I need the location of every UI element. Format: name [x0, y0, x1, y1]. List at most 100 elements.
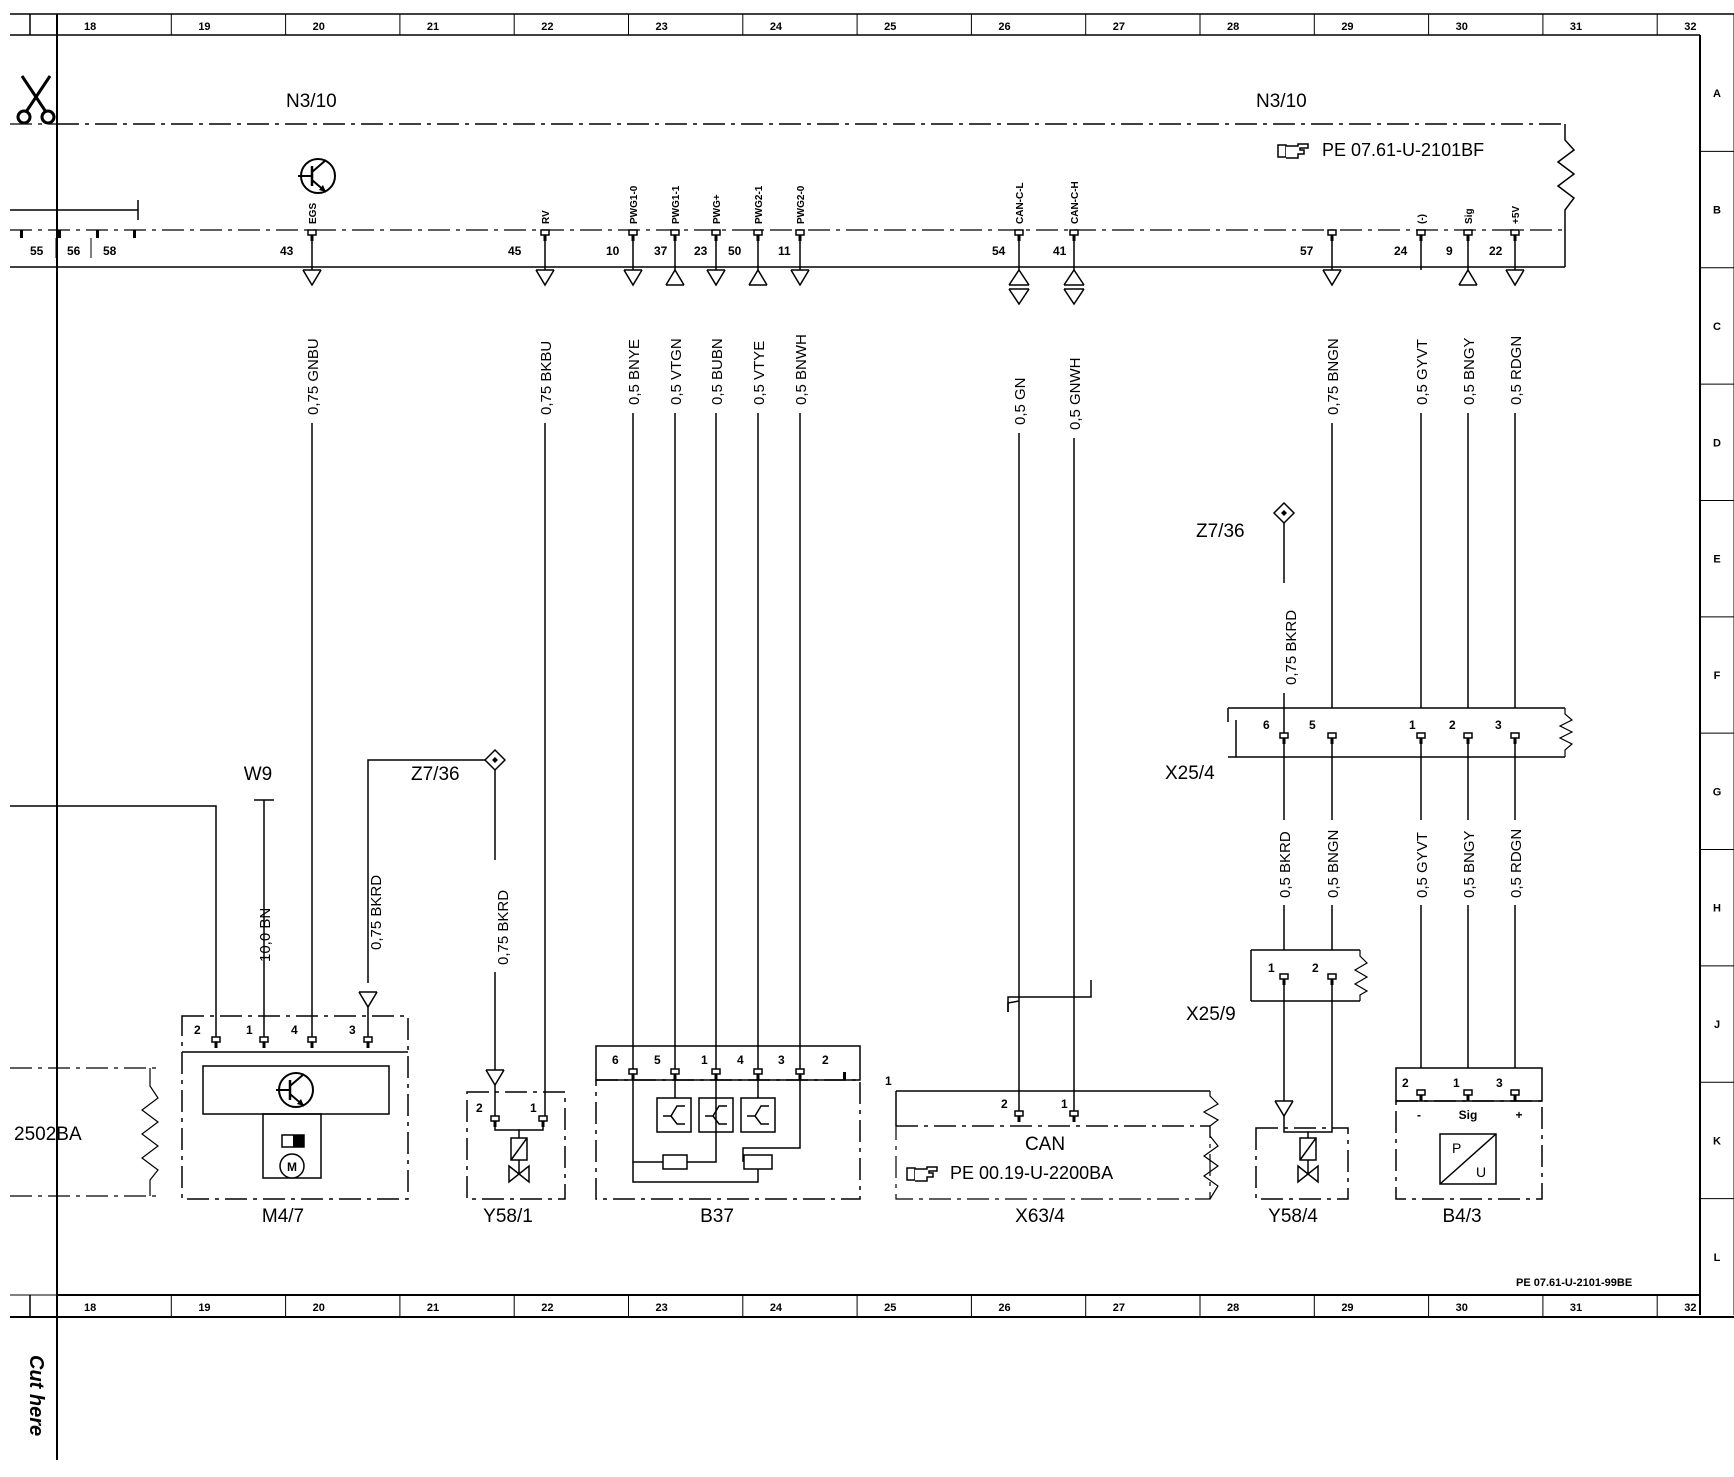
unit-break-edge — [1556, 124, 1576, 230]
b43-pin-2: 2 — [1402, 1076, 1409, 1090]
signal-label: CAN-C-H — [1070, 181, 1081, 224]
y581-pin-2: 2 — [476, 1101, 483, 1115]
unit-name-right: N3/10 — [1256, 91, 1307, 112]
egs-transistor-icon — [296, 157, 337, 195]
x634-pin-2: 2 — [1001, 1097, 1008, 1111]
signal-label: PWG1-0 — [629, 185, 640, 224]
hall-sensor-icon-1 — [656, 1097, 692, 1133]
side-pin-56: 56 — [67, 244, 81, 258]
x634-pin-1: 1 — [1061, 1097, 1068, 1111]
row-label: A — [1713, 88, 1721, 100]
component-y58-1: 2 1 Y58/1 — [466, 1085, 566, 1227]
cut-here-label: Cut here — [25, 1355, 47, 1436]
wire-label: 0,5 BUBN — [709, 338, 726, 405]
signal-label: CAN-C-L — [1015, 182, 1026, 224]
column-label-bottom: 28 — [1227, 1302, 1239, 1314]
signal-label: +5V — [1511, 206, 1522, 224]
connector-pin-label: 10 — [606, 244, 620, 258]
b37-pin-3: 3 — [778, 1053, 785, 1067]
motor-icon — [279, 1153, 305, 1179]
valve-icon — [1297, 1137, 1319, 1183]
column-label-bottom: 26 — [998, 1302, 1010, 1314]
connector-pin-label: 9 — [1446, 244, 1453, 258]
svg-text:U: U — [1476, 1164, 1486, 1180]
b43-pin-1: 1 — [1453, 1076, 1460, 1090]
x254-output-label: 0,5 BNGN — [1325, 830, 1342, 898]
signal-label: (-) — [1417, 214, 1428, 224]
connector-pin-label: 41 — [1053, 244, 1067, 258]
scissors-icon — [16, 75, 56, 125]
svg-text:M: M — [287, 1160, 297, 1174]
m47-pin-4: 4 — [291, 1023, 298, 1037]
b37-pin-1: 1 — [701, 1053, 708, 1067]
x254-output-label: 0,5 RDGN — [1508, 829, 1525, 898]
column-label-bottom: 32 — [1684, 1302, 1696, 1314]
b43-pin-3: 3 — [1496, 1076, 1503, 1090]
column-label-bottom: 20 — [313, 1302, 325, 1314]
left-reference: 2502BA — [14, 1124, 82, 1145]
row-label: D — [1713, 437, 1721, 449]
pressure-sensor-icon: P U — [1439, 1133, 1497, 1185]
x254-output-label: 0,5 BNGY — [1461, 830, 1478, 898]
column-label-top: 23 — [656, 21, 668, 33]
b37-pin-5: 5 — [654, 1053, 661, 1067]
unit-name-left: N3/10 — [286, 91, 337, 112]
x634-reference: PE 00.19-U-2200BA — [950, 1163, 1113, 1183]
column-label-top: 22 — [541, 21, 553, 33]
x254-pin-2: 2 — [1449, 718, 1456, 732]
connector-pin-label: 22 — [1489, 244, 1503, 258]
w9-wire-label: 10,0 BN — [257, 908, 274, 962]
b43-name: B4/3 — [1442, 1206, 1481, 1227]
wire-label: 0,5 BNGY — [1461, 337, 1478, 405]
column-label-top: 18 — [84, 21, 96, 33]
component-b4-3: 2 1 3 - Sig + P U B4/3 — [1395, 1067, 1543, 1227]
x254-name: X25/4 — [1165, 763, 1215, 784]
row-label: J — [1714, 1019, 1720, 1031]
signal-label: RV — [541, 210, 552, 224]
b43-term-minus: - — [1417, 1108, 1421, 1122]
column-label-bottom: 19 — [198, 1302, 210, 1314]
column-label-top: 27 — [1113, 21, 1125, 33]
wire-label: 0,5 GNWH — [1067, 357, 1084, 430]
w9-label: W9 — [244, 764, 273, 785]
ground-point-icon — [1273, 502, 1295, 524]
hand-pointer-icon — [906, 1166, 938, 1182]
b37-pin-6: 6 — [612, 1053, 619, 1067]
connector-pin-label: 37 — [654, 244, 668, 258]
connector-pin-label: 11 — [778, 244, 791, 258]
row-label: E — [1713, 554, 1720, 566]
x254-in-wire-label: 0,75 BKRD — [1283, 610, 1300, 685]
b43-term-sig: Sig — [1459, 1108, 1478, 1122]
connector-pin-label: 43 — [280, 244, 294, 258]
x259-name: X25/9 — [1186, 1004, 1236, 1025]
x259-pin-2: 2 — [1312, 961, 1319, 975]
side-pin-55: 55 — [30, 244, 44, 258]
component-x63-4: 1 2 1 CAN PE 00.19-U-2200BA X63/4 — [885, 980, 1220, 1227]
signal-label: PWG2-1 — [754, 185, 765, 224]
column-label-bottom: 27 — [1113, 1302, 1125, 1314]
column-label-top: 29 — [1341, 21, 1353, 33]
signal-label: PWG2-0 — [796, 185, 807, 224]
unit-reference: PE 07.61-U-2101BF — [1322, 140, 1484, 160]
connector-pin-label: 23 — [694, 244, 708, 258]
signal-label: EGS — [308, 203, 319, 224]
column-label-top: 19 — [198, 21, 210, 33]
ground-point-icon — [484, 749, 506, 771]
column-label-top: 21 — [427, 21, 439, 33]
column-labels: 1818191920202121222223232424252526262727… — [84, 21, 1696, 1314]
row-dividers — [1700, 150, 1734, 1200]
row-label: F — [1714, 670, 1721, 682]
component-x25-4: 6 5 1 2 3 X25/4 — [1165, 707, 1574, 784]
wire-24: 24(-)0,5 GYVT — [1394, 214, 1431, 708]
wire-41: 41 CAN-C-H 0,5 GNWH — [1053, 181, 1085, 1111]
x259-pin-1: 1 — [1268, 961, 1275, 975]
